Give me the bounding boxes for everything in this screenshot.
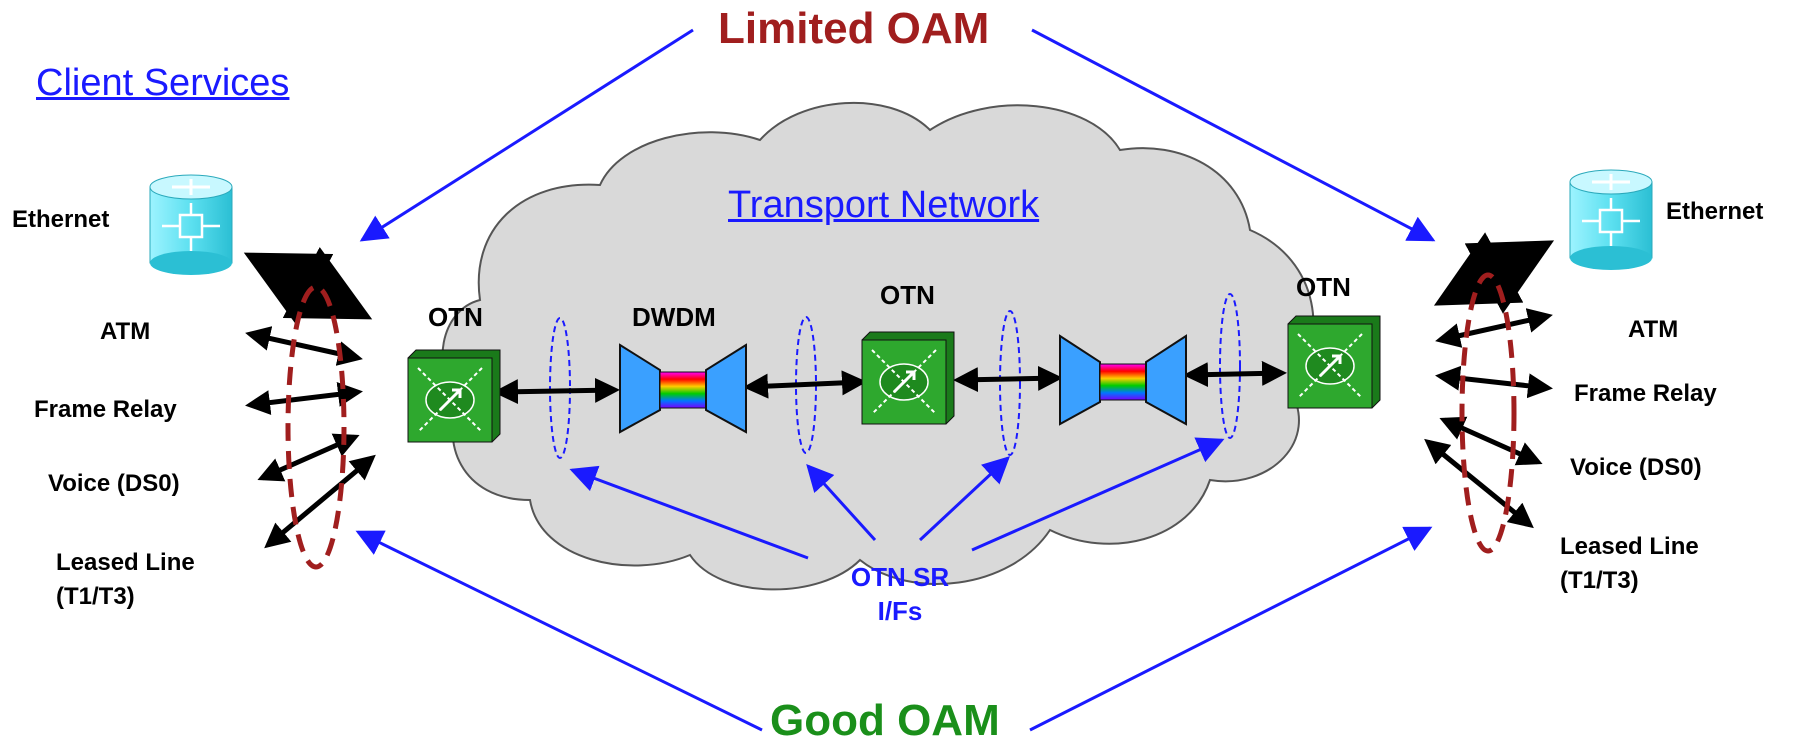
left-service-ethernet: Ethernet xyxy=(12,206,110,233)
left-service-atm: ATM xyxy=(100,318,151,345)
router-left xyxy=(149,174,233,275)
left-leased-line-arrow xyxy=(264,454,376,549)
otn-left-label: OTN xyxy=(428,302,483,332)
sr-if-arrow-3 xyxy=(918,456,1010,542)
right-ethernet-arrow xyxy=(1433,232,1555,314)
otn-center-label: OTN xyxy=(880,280,935,310)
good-oam-title: Good OAM xyxy=(770,696,1000,745)
otn-switch-left xyxy=(407,349,501,443)
otn-sr-interfaces-label: OTN SR I/Fs xyxy=(850,562,950,626)
left-service-frame-relay: Frame Relay xyxy=(34,396,177,423)
left-client-red-ellipse xyxy=(285,284,347,570)
dwdm-label: DWDM xyxy=(632,302,716,332)
good-oam-arrow-right xyxy=(1029,526,1433,732)
right-service-voice: Voice (DS0) xyxy=(1570,454,1702,481)
otn-switch-center xyxy=(861,331,955,425)
right-client-red-ellipse xyxy=(1459,272,1517,554)
link-otn2-dwdm2 xyxy=(953,365,1063,393)
right-atm-arrow xyxy=(1435,308,1553,348)
sr-if-arrow-1 xyxy=(569,465,809,560)
right-client-arrows xyxy=(1424,232,1555,529)
otn-right-label: OTN xyxy=(1296,272,1351,302)
otn-switch-right xyxy=(1287,315,1381,409)
limited-oam-arrow-left xyxy=(359,28,694,242)
good-oam-arrow-left xyxy=(355,530,763,732)
limited-oam-title: Limited OAM xyxy=(718,4,990,53)
right-voice-arrow xyxy=(1439,416,1543,466)
right-service-leased-line: Leased Line (T1/T3) xyxy=(1560,533,1699,594)
right-service-atm: ATM xyxy=(1628,316,1679,343)
left-service-voice: Voice (DS0) xyxy=(48,470,180,497)
link-dwdm1-otn2 xyxy=(743,370,867,399)
right-service-frame-relay: Frame Relay xyxy=(1574,380,1717,407)
left-ethernet-arrow xyxy=(243,246,373,326)
sr-if-arrow-4 xyxy=(971,437,1225,552)
transport-network-heading[interactable]: Transport Network xyxy=(728,184,1040,226)
right-leased-line-arrow xyxy=(1424,438,1534,529)
client-services-heading[interactable]: Client Services xyxy=(36,62,290,104)
limited-oam-arrow-right xyxy=(1031,28,1436,242)
link-otn1-dwdm1 xyxy=(493,377,620,405)
link-dwdm2-otn3 xyxy=(1183,360,1287,388)
sr-if-arrow-2 xyxy=(806,463,877,542)
right-service-ethernet: Ethernet xyxy=(1666,198,1764,225)
left-client-arrows xyxy=(243,246,376,549)
dwdm-device-1 xyxy=(619,343,747,434)
dwdm-device-2 xyxy=(1059,334,1187,426)
left-frame-relay-arrow xyxy=(245,381,363,416)
left-service-leased-line: Leased Line (T1/T3) xyxy=(56,549,195,610)
router-right xyxy=(1569,169,1653,270)
right-frame-relay-arrow xyxy=(1435,365,1553,399)
